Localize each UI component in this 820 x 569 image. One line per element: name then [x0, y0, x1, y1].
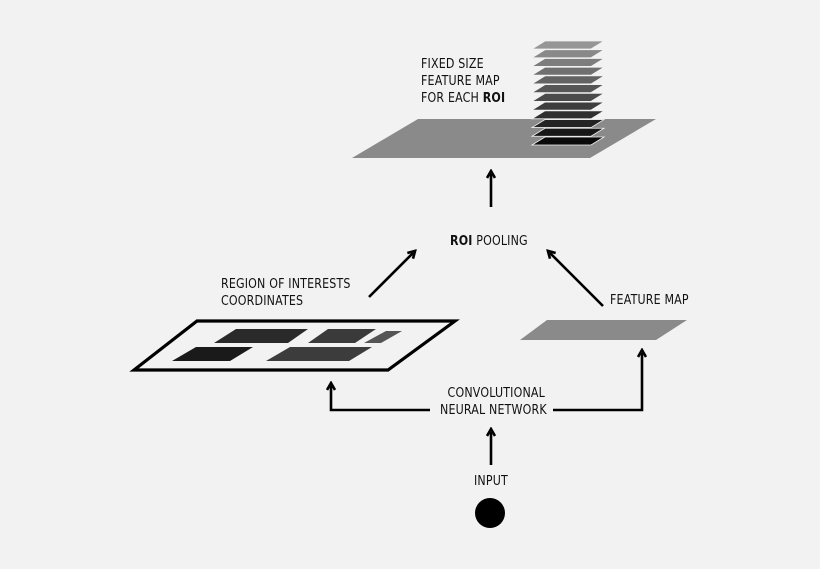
- roi-box-3: [364, 331, 402, 343]
- fixed-size-line-1: FIXED SIZE: [421, 56, 484, 72]
- roi-pooling-label: ROI POOLING: [450, 233, 528, 250]
- region-of-interests-label: REGION OF INTERESTS COORDINATES: [221, 276, 351, 310]
- roi-box-1: [214, 329, 308, 343]
- arrow-feature-map-to-roi-pooling: [550, 253, 604, 307]
- fixed-size-line-3-bold: ROI: [482, 90, 506, 106]
- arrow-region-to-roi-pooling: [368, 253, 413, 298]
- fixed-size-line-2: FEATURE MAP: [421, 73, 500, 89]
- roi-box-2: [308, 329, 376, 343]
- stack-layer: [530, 101, 606, 111]
- arrow-cnn-to-regions: [331, 386, 430, 412]
- region-line-1: REGION OF INTERESTS: [221, 276, 351, 292]
- feature-map-plane: [520, 320, 687, 340]
- fixed-size-feature-map-plane: [352, 119, 656, 158]
- stack-layer: [530, 40, 606, 50]
- stack-layer: [530, 75, 606, 85]
- stack-layer: [530, 49, 606, 59]
- fixed-size-line-3: FOR EACH ROI: [421, 90, 505, 107]
- stack-layer: [530, 92, 606, 102]
- feature-map-label: FEATURE MAP: [610, 292, 689, 309]
- region-line-2: COORDINATES: [221, 293, 304, 309]
- stack-layer: [530, 119, 606, 128]
- region-of-interests-frame: [129, 319, 460, 372]
- cnn-label: CONVOLUTIONAL NEURAL NETWORK: [440, 385, 547, 419]
- roi-pooling-rest: POOLING: [476, 233, 528, 249]
- fixed-size-feature-map-label: FIXED SIZE FEATURE MAP FOR EACH ROI: [421, 56, 505, 107]
- roi-box-5: [266, 347, 372, 361]
- stack-layer: [530, 136, 606, 146]
- fixed-size-feature-map-stack: [530, 40, 606, 146]
- arrow-cnn-to-feature-map: [553, 353, 642, 412]
- stack-layer: [530, 110, 606, 120]
- input-dot: [475, 498, 505, 528]
- fixed-size-line-3-prefix: FOR EACH: [421, 90, 480, 106]
- cnn-line-1: CONVOLUTIONAL: [447, 385, 545, 401]
- roi-pooling-bold: ROI: [450, 233, 473, 249]
- stack-layer: [530, 84, 606, 94]
- cnn-line-2: NEURAL NETWORK: [440, 402, 547, 418]
- stack-layer: [530, 66, 606, 76]
- roi-box-4: [172, 347, 253, 361]
- input-text: INPUT: [474, 473, 508, 489]
- stack-layer: [530, 58, 606, 67]
- feature-map-text: FEATURE MAP: [610, 292, 689, 308]
- stack-layer: [530, 127, 606, 137]
- input-label: INPUT: [474, 473, 508, 490]
